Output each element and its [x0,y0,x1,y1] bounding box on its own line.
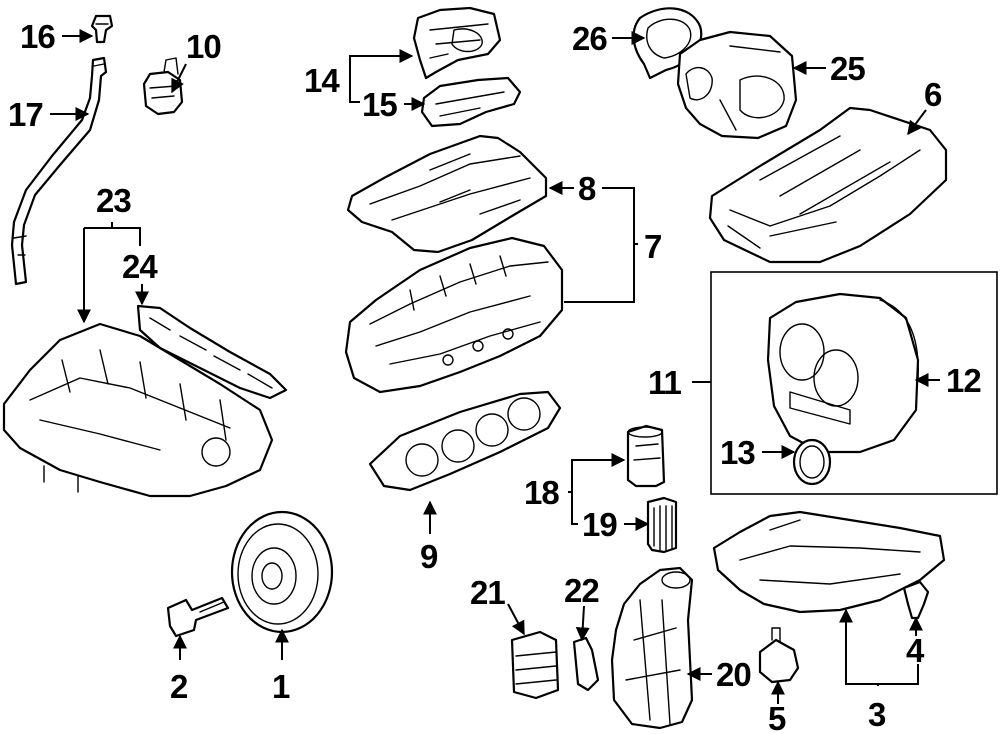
drain-plug-part [902,580,930,620]
callout-13: 13 [720,434,755,471]
timing-cover-upper-part [412,6,502,80]
oil-level-sensor-part [758,627,800,684]
callout-1: 1 [272,668,290,705]
callout-labels: 1 2 3 4 5 6 7 8 9 10 11 12 13 14 15 16 1… [8,18,982,734]
callout-23: 23 [96,182,131,219]
leader-lines [50,29,940,704]
cover-gasket-part [420,76,522,128]
filter-element-part [646,496,678,554]
pressure-switch-part [572,636,600,692]
callout-16: 16 [20,18,55,55]
callout-15: 15 [362,86,397,123]
callout-7: 7 [644,228,661,265]
vacuum-pump-part [676,30,798,140]
cap-part [142,57,184,116]
callout-21: 21 [470,574,505,611]
callout-26: 26 [572,20,607,57]
callout-22: 22 [564,572,599,609]
callout-14: 14 [304,62,340,99]
timing-cover-part [766,292,920,454]
callout-9: 9 [420,538,438,575]
callout-12: 12 [946,362,981,399]
callout-24: 24 [122,248,158,285]
callout-8: 8 [578,170,596,207]
callout-11: 11 [648,364,682,401]
dipstick-tube-part [10,56,108,286]
cylinder-head-part [344,236,564,394]
dipstick-handle-part [90,14,114,44]
callout-10: 10 [186,28,221,65]
oil-pan-lower-part [712,510,946,614]
valve-cover-part [346,134,548,254]
oil-cooler-part [510,630,560,700]
callout-25: 25 [830,50,865,87]
callout-2: 2 [170,668,188,705]
intake-manifold-part [2,322,274,498]
head-gasket-part [368,390,562,492]
callout-6: 6 [924,76,942,113]
callout-3: 3 [868,696,886,733]
callout-20: 20 [716,656,751,693]
bolt-part [166,596,230,638]
seal-ring-part [792,438,832,486]
oil-filter-part [626,424,666,488]
oil-filter-housing-part [610,566,694,730]
callout-17: 17 [8,96,43,133]
crankshaft-pulley-part [230,510,334,634]
callout-18: 18 [524,474,559,511]
oil-pan-upper-part [708,106,948,264]
callout-5: 5 [768,700,786,734]
callout-4: 4 [906,632,925,669]
callout-19: 19 [582,506,617,543]
